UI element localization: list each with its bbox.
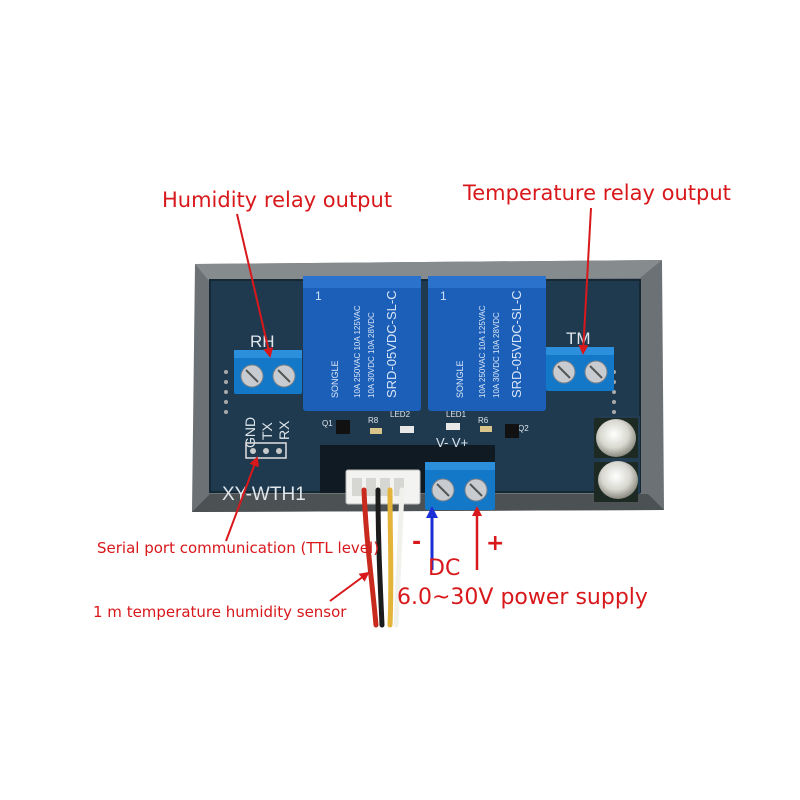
led2-label: LED2 <box>390 410 411 419</box>
power-pins-label: V- V+ <box>436 435 468 450</box>
relay-temperature-rating-1: 10A 250VAC 10A 125VAC <box>478 305 487 398</box>
humidity-relay-arrow <box>236 213 274 358</box>
relay-humidity-number: 1 <box>315 289 322 303</box>
pin-tx-label: TX <box>259 421 275 440</box>
sensor-arrow <box>329 571 370 602</box>
pin-gnd-label: GND <box>242 417 258 448</box>
plus-callout: + <box>486 531 505 556</box>
dc-callout: DC <box>428 556 461 581</box>
relay-humidity: 1 SONGLE 10A 250VAC 10A 125VAC 10A 30VDC… <box>303 276 421 411</box>
minus-callout: - <box>412 530 422 555</box>
tm-label: TM <box>566 329 591 348</box>
temperature-relay-callout: Temperature relay output <box>463 181 731 205</box>
relay-humidity-model: SRD-05VDC-SL-C <box>384 290 399 398</box>
terminal-rh <box>234 350 302 394</box>
relay-humidity-brand: SONGLE <box>330 360 340 398</box>
capacitors <box>594 418 638 502</box>
relay-temperature-number: 1 <box>440 289 447 303</box>
relay-temperature-brand: SONGLE <box>455 360 465 398</box>
relay-temperature: 1 SONGLE 10A 250VAC 10A 125VAC 10A 30VDC… <box>428 276 546 411</box>
rh-label: RH <box>250 332 275 351</box>
model-label: XY-WTH1 <box>222 484 306 505</box>
r6-label: R6 <box>478 416 489 425</box>
terminal-power <box>425 462 495 510</box>
serial-port-callout: Serial port communication (TTL level) <box>97 539 380 557</box>
serial-port-arrow <box>225 456 259 542</box>
humidity-relay-callout: Humidity relay output <box>162 188 393 212</box>
sensor-wires <box>361 487 405 628</box>
terminal-tm <box>546 347 614 391</box>
relay-temperature-rating-2: 10A 30VDC 10A 28VDC <box>492 312 501 398</box>
pin-rx-label: RX <box>276 420 292 440</box>
sensor-connector <box>345 469 421 505</box>
q1-label: Q1 <box>322 419 333 428</box>
r8-label: R8 <box>368 416 379 425</box>
temperature-relay-arrow <box>578 207 592 355</box>
sensor-callout: 1 m temperature humidity sensor <box>93 603 347 621</box>
relay-temperature-model: SRD-05VDC-SL-C <box>509 290 524 398</box>
relay-humidity-rating-2: 10A 30VDC 10A 28VDC <box>367 312 376 398</box>
q2-label: Q2 <box>518 424 529 433</box>
relay-humidity-rating-1: 10A 250VAC 10A 125VAC <box>353 305 362 398</box>
smd-components <box>224 370 616 459</box>
voltage-range-callout: 6.0~30V power supply <box>397 585 648 610</box>
led1-label: LED1 <box>446 410 467 419</box>
